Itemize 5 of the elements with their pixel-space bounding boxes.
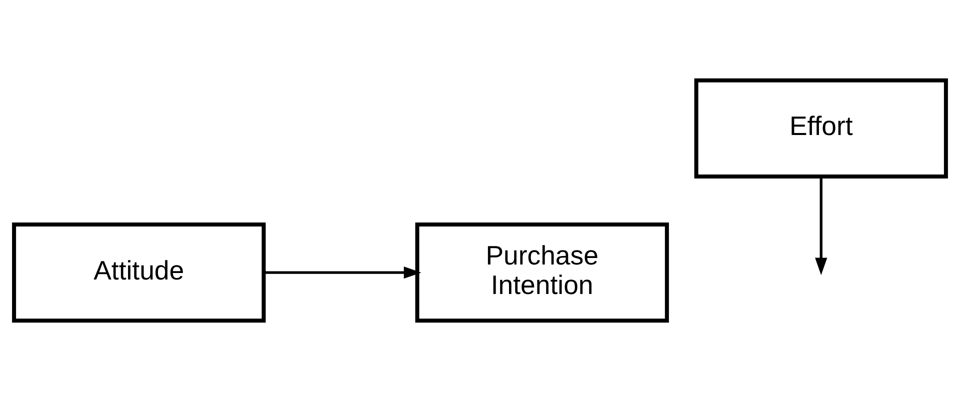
node-box: Attitude bbox=[12, 222, 266, 323]
node-box: Purchase Intention bbox=[415, 222, 669, 323]
arrow bbox=[264, 266, 422, 279]
node-box: Effort bbox=[694, 78, 948, 178]
arrow bbox=[815, 176, 828, 276]
